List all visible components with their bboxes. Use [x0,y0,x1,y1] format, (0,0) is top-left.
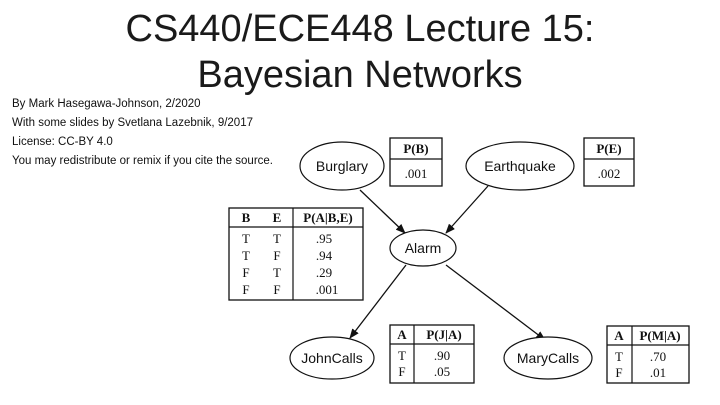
slide-title: CS440/ECE448 Lecture 15: Bayesian Networ… [0,6,720,98]
cpt-marycalls-header-a: A [614,328,624,343]
cpt-earthquake: P(E) .002 [583,137,635,187]
node-johncalls: JohnCalls [289,336,375,380]
cpt-earthquake-value: .002 [598,166,621,181]
cpt-johncalls-header-a: A [397,327,407,342]
node-marycalls: MaryCalls [503,336,593,380]
cpt-alarm-cell: .001 [316,282,339,297]
cpt-alarm-cell: F [273,282,280,297]
node-johncalls-label: JohnCalls [301,350,362,366]
node-earthquake: Earthquake [465,141,575,191]
cpt-alarm-cell: T [273,265,281,280]
cpt-marycalls-cell: T [615,349,623,364]
cpt-johncalls-cell: .05 [434,364,450,379]
cpt-burglary-value: .001 [405,166,428,181]
cpt-burglary-header: P(B) [403,141,428,156]
cpt-alarm-cell: F [242,265,249,280]
edge-alarm-marycalls [445,264,546,341]
cpt-marycalls-header-p: P(M|A) [639,328,680,343]
node-alarm: Alarm [389,229,457,267]
cpt-burglary: P(B) .001 [389,137,443,187]
edge-earthquake-alarm [445,185,489,234]
credit-line: With some slides by Svetlana Lazebnik, 9… [12,117,253,129]
node-burglary: Burglary [299,141,385,191]
cpt-marycalls-cell: .70 [650,349,666,364]
redistribute-line: You may redistribute or remix if you cit… [12,155,273,167]
cpt-alarm-header-p: P(A|B,E) [303,210,352,225]
node-alarm-label: Alarm [405,240,442,256]
cpt-marycalls: A P(M|A) T .70 F .01 [606,325,690,384]
license-line: License: CC-BY 4.0 [12,136,113,148]
cpt-alarm-cell: T [242,248,250,263]
cpt-johncalls-cell: .90 [434,348,450,363]
cpt-alarm-header-b: B [242,210,251,225]
cpt-alarm-cell: T [273,231,281,246]
cpt-alarm-cell: .95 [316,231,332,246]
author-line: By Mark Hasegawa-Johnson, 2/2020 [12,98,201,110]
cpt-marycalls-cell: .01 [650,365,666,380]
cpt-alarm-cell: .29 [316,265,332,280]
cpt-alarm-header-e: E [273,210,282,225]
node-burglary-label: Burglary [316,158,368,174]
cpt-alarm-cell: T [242,231,250,246]
cpt-johncalls-cell: F [398,364,405,379]
cpt-alarm-cell: .94 [316,248,333,263]
title-line-1: CS440/ECE448 Lecture 15: [125,8,595,50]
cpt-alarm: B E P(A|B,E) T T .95 T F .94 F T .29 F F… [228,207,364,301]
cpt-alarm-cell: F [273,248,280,263]
cpt-johncalls-header-p: P(J|A) [426,327,461,342]
cpt-johncalls-cell: T [398,348,406,363]
cpt-marycalls-cell: F [615,365,622,380]
edge-burglary-alarm [359,189,406,234]
title-line-2: Bayesian Networks [197,54,523,96]
node-earthquake-label: Earthquake [484,158,556,174]
cpt-johncalls: A P(J|A) T .90 F .05 [389,324,475,384]
cpt-earthquake-header: P(E) [596,141,621,156]
byline: By Mark Hasegawa-Johnson, 2/2020 With so… [12,98,282,174]
edge-alarm-johncalls [349,264,407,339]
cpt-alarm-cell: F [242,282,249,297]
node-marycalls-label: MaryCalls [517,350,579,366]
